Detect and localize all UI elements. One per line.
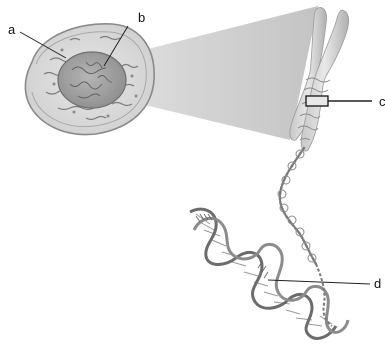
label-c: c <box>379 94 385 109</box>
label-a: a <box>8 22 16 37</box>
leader-line-d <box>268 280 370 284</box>
dna-double-helix <box>190 209 348 338</box>
highlight-box <box>306 96 328 106</box>
label-b: b <box>138 10 145 25</box>
chromatin-fiber <box>280 148 316 264</box>
nucleus <box>58 52 126 108</box>
fiber-loops <box>278 150 316 262</box>
label-d: d <box>374 276 381 291</box>
